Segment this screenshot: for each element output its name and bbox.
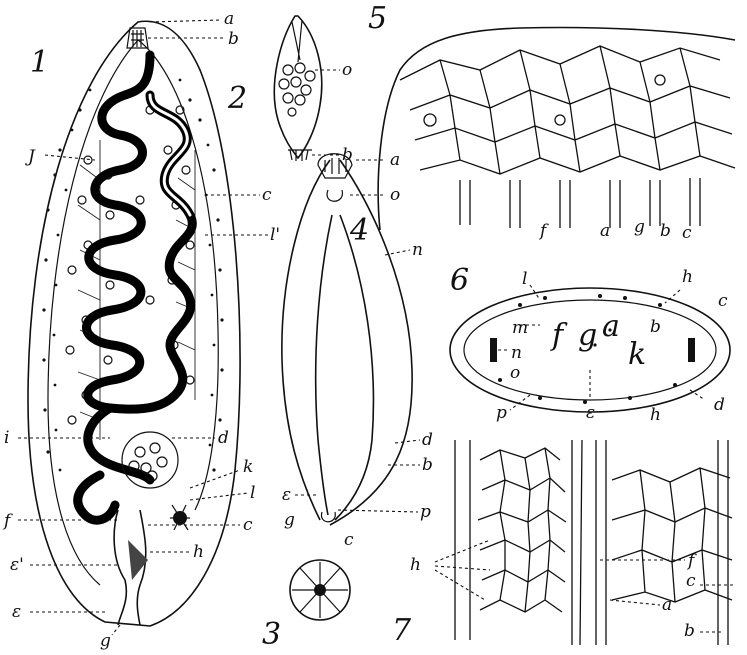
fig1-label-f: f: [2, 511, 13, 531]
fig1-label-l-prime: l': [270, 225, 280, 245]
fig1-label-c-lower: c: [243, 515, 253, 535]
fig6-label-l: l: [522, 269, 527, 289]
fig4-label-epsilon: ε: [282, 485, 291, 505]
figure-6: 6 l h c m f g a b n o k p ε h d: [450, 263, 730, 425]
figure-3: 3: [262, 560, 350, 652]
fig6-leaders: [498, 285, 705, 410]
fig6-label-h-lower: h: [650, 405, 661, 425]
fig1-label-a: a: [224, 9, 234, 29]
fig6-label-b: b: [650, 317, 661, 337]
fig4-label-d: d: [422, 430, 433, 450]
fig6-label-h: h: [682, 267, 693, 287]
fig6-nerve-right: [688, 338, 695, 362]
fig1-label-h: h: [193, 542, 204, 562]
fig4-number: 4: [349, 213, 369, 248]
figure-5: 5 f a g b c: [368, 1, 735, 243]
fig1-body-outline: [28, 21, 240, 626]
fig7-parenchyma: [455, 440, 732, 645]
fig4-label-c: c: [344, 530, 354, 550]
fig5-label-g: g: [634, 217, 645, 237]
fig5-label-a: a: [600, 221, 610, 241]
fig3-number: 3: [262, 617, 281, 652]
fig6-label-p: p: [496, 403, 507, 423]
fig7-label-h: h: [410, 555, 421, 575]
fig5-label-c: c: [682, 223, 692, 243]
fig2-head-lines: [292, 20, 302, 62]
fig6-label-k: k: [628, 337, 646, 372]
fig1-genital-sucker: [170, 505, 190, 530]
fig1-label-d: d: [218, 428, 229, 448]
fig7-number: 7: [392, 613, 412, 648]
fig4-inner-outline: [316, 215, 374, 520]
fig7-label-b: b: [684, 621, 695, 641]
fig4-label-g: g: [284, 510, 295, 530]
fig1-label-k: k: [243, 457, 253, 477]
fig3-rays: [292, 562, 348, 618]
fig6-label-epsilon: ε: [586, 403, 595, 423]
fig1-label-J: J: [25, 147, 36, 167]
figure-2: 2 o b: [227, 16, 353, 165]
fig1-number: 1: [30, 45, 49, 80]
fig7-label-a: a: [662, 595, 672, 615]
fig6-label-d: d: [714, 395, 725, 415]
fig2-number: 2: [227, 81, 247, 116]
fig1-label-l: l: [250, 483, 255, 503]
fig6-number: 6: [450, 263, 469, 298]
fig2-label-o: o: [342, 60, 352, 80]
figure-7: 7 h f c a b: [392, 440, 735, 648]
fig5-outline: [378, 28, 735, 231]
fig4-outer-outline: [282, 160, 412, 525]
fig7-label-c: c: [686, 571, 696, 591]
fig6-label-m: m: [512, 318, 528, 338]
fig7-label-f: f: [686, 551, 697, 571]
fig4-label-n: n: [412, 240, 423, 260]
fig1-label-c: c: [262, 185, 272, 205]
fig6-label-g: g: [578, 318, 597, 353]
fig6-label-n: n: [511, 343, 522, 363]
fig1-label-epsilon: ε: [12, 602, 21, 622]
fig2-cells: [279, 63, 315, 116]
figure-4: 4 a o n d b ε g p c: [282, 150, 433, 550]
fig5-network: [400, 46, 735, 174]
fig6-nerve-left: [490, 338, 497, 362]
fig5-label-f: f: [538, 221, 549, 241]
fig1-label-g: g: [100, 631, 111, 651]
fig5-number: 5: [368, 1, 387, 36]
fig5-label-b: b: [660, 221, 671, 241]
fig4-label-a: a: [390, 150, 400, 170]
fig6-label-o: o: [510, 363, 520, 383]
fig6-label-c: c: [718, 291, 728, 311]
fig4-label-p: p: [420, 502, 431, 522]
fig1-label-i: i: [4, 428, 9, 448]
fig1-label-b: b: [228, 29, 239, 49]
fig1-label-epsilon-prime: ε': [10, 555, 24, 575]
fig6-label-a: a: [602, 309, 620, 344]
fig4-label-o: o: [390, 185, 400, 205]
fig4-label-b: b: [422, 455, 433, 475]
fig6-label-f: f: [550, 318, 568, 353]
